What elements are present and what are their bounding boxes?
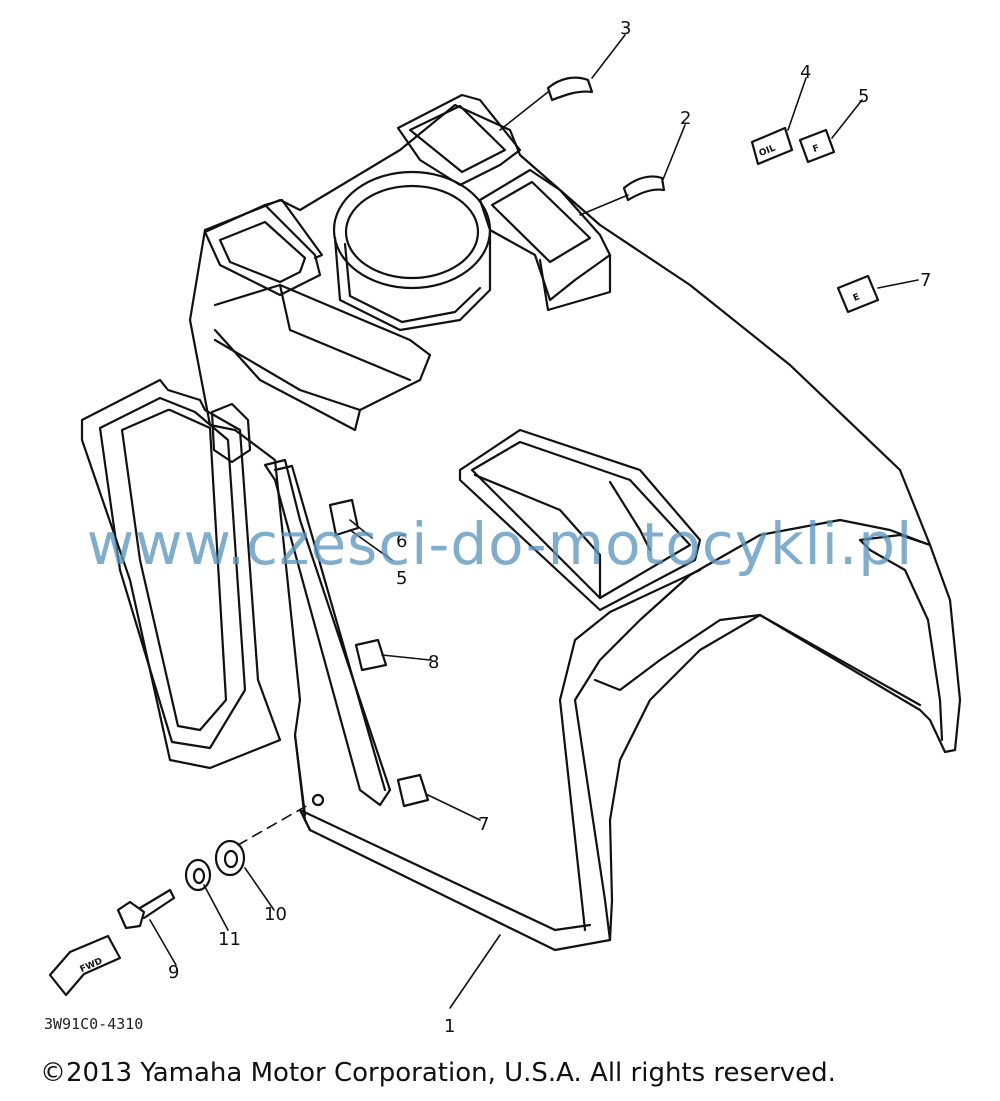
sticker-e-top-label: E: [852, 292, 861, 304]
callout-10: 10: [264, 904, 287, 925]
callout-9: 9: [168, 962, 179, 983]
copyright: ©2013 Yamaha Motor Corporation, U.S.A. A…: [40, 1058, 836, 1088]
sticker-f-label: F: [812, 143, 821, 155]
part-2-cap: [622, 175, 666, 202]
callout-5-side: 5: [396, 568, 407, 589]
callout-7-top: 7: [920, 270, 931, 291]
callout-6: 6: [396, 531, 407, 552]
fwd-arrow-label: FWD: [79, 956, 105, 975]
callout-2: 2: [680, 108, 691, 129]
bolt-9: [116, 888, 176, 930]
fwd-arrow: [48, 934, 122, 997]
sticker-f: [798, 128, 836, 164]
washer-11: [184, 858, 212, 892]
callout-3: 3: [620, 18, 631, 39]
leader-lines: [149, 34, 919, 1009]
part-3-cap: [546, 76, 594, 102]
callout-7-side: 7: [478, 814, 489, 835]
nut-10: [214, 839, 246, 877]
callout-1: 1: [444, 1016, 455, 1037]
sticker-oil: [750, 126, 794, 166]
callout-5-top: 5: [858, 86, 869, 107]
callout-4: 4: [800, 62, 811, 83]
callout-11: 11: [218, 929, 241, 950]
callout-8: 8: [428, 652, 439, 673]
side-panel: [80, 378, 282, 770]
sticker-e-top: [836, 274, 880, 314]
part-code: 3W91C0-4310: [44, 1015, 144, 1033]
front-cover-body: [188, 93, 962, 952]
